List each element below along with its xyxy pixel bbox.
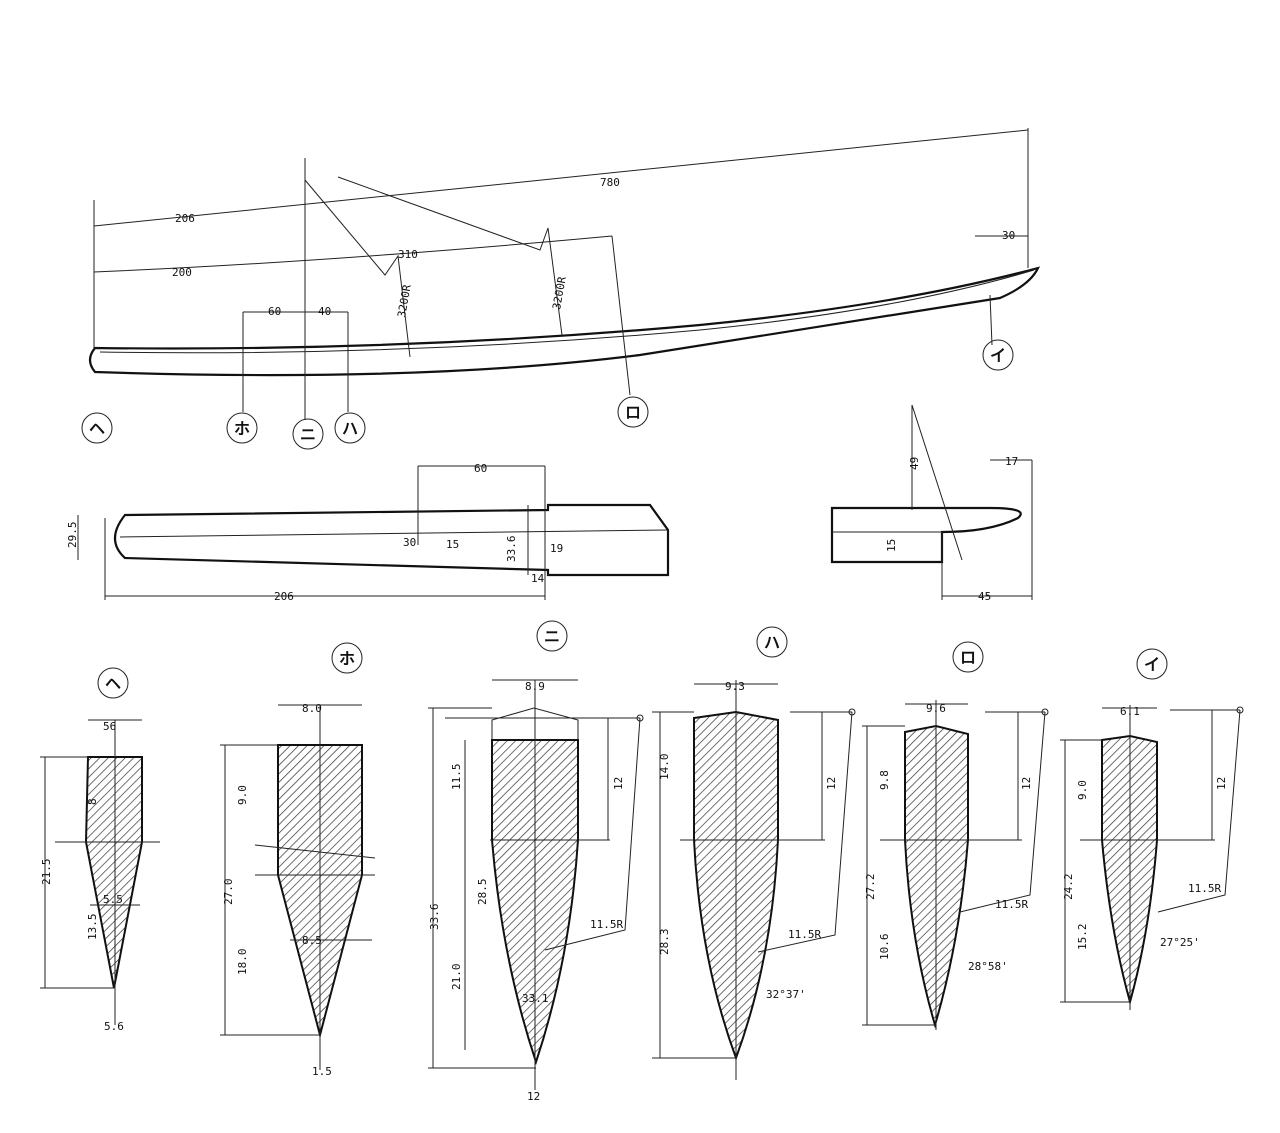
tip-dim-14: 14 xyxy=(531,572,545,585)
end-dim-15: 15 xyxy=(885,539,898,552)
svg-text:12: 12 xyxy=(1020,777,1033,790)
marker-ro: ロ xyxy=(617,396,649,428)
svg-text:14.0: 14.0 xyxy=(658,754,671,781)
dim-60: 60 xyxy=(268,305,281,318)
svg-text:27°25': 27°25' xyxy=(1160,936,1200,949)
tip-dim-295: 29.5 xyxy=(66,522,79,549)
dim-206: 206 xyxy=(175,212,195,225)
marker-he: ヘ xyxy=(81,412,113,444)
svg-text:21.0: 21.0 xyxy=(450,964,463,991)
section-ho: ホ 8.0 27.0 9.0 18.0 1.5 8.5 xyxy=(220,642,376,1078)
svg-text:9.6: 9.6 xyxy=(926,702,946,715)
dim-200: 200 xyxy=(172,266,192,279)
radius-left: 3200R xyxy=(395,283,414,318)
svg-text:8: 8 xyxy=(86,798,99,805)
svg-text:21.5: 21.5 xyxy=(40,859,53,886)
svg-text:13.5: 13.5 xyxy=(86,914,99,941)
svg-text:27.2: 27.2 xyxy=(864,874,877,901)
svg-text:9.0: 9.0 xyxy=(236,785,249,805)
svg-text:12: 12 xyxy=(825,777,838,790)
svg-text:5.6: 5.6 xyxy=(104,1020,124,1033)
end-dim-17: 17 xyxy=(1005,455,1018,468)
svg-text:28°58': 28°58' xyxy=(968,960,1008,973)
dim-310: 310 xyxy=(398,248,418,261)
section-ni: ニ 8.9 33.6 11.5 21.0 28.5 12 11.5R 33.1 … xyxy=(428,620,644,1103)
svg-text:ロ: ロ xyxy=(625,403,641,422)
section-he: ヘ 56 21.5 8 13.5 5.6 5.5 xyxy=(40,667,160,1033)
tip-dim-30: 30 xyxy=(403,536,416,549)
svg-text:8.5: 8.5 xyxy=(302,934,322,947)
end-view: 17 45 15 49 xyxy=(830,404,1033,603)
svg-text:32°37': 32°37' xyxy=(766,988,806,1001)
tip-dim-15: 15 xyxy=(446,538,459,551)
marker-ho: ホ xyxy=(226,412,258,444)
svg-text:5.5: 5.5 xyxy=(103,893,123,906)
marker-ni: ニ xyxy=(292,418,324,450)
svg-text:12: 12 xyxy=(527,1090,540,1103)
svg-text:12: 12 xyxy=(612,777,625,790)
svg-text:ヘ: ヘ xyxy=(105,674,121,693)
svg-text:56: 56 xyxy=(103,720,116,733)
svg-text:ホ: ホ xyxy=(339,649,355,668)
end-dim-45: 45 xyxy=(978,590,991,603)
tip-view: 60 206 29.5 33.6 14 19 15 30 xyxy=(66,462,670,603)
svg-text:15.2: 15.2 xyxy=(1076,924,1089,951)
svg-text:ホ: ホ xyxy=(234,419,250,438)
end-dim-49: 49 xyxy=(908,457,921,470)
svg-text:11.5R: 11.5R xyxy=(788,928,821,941)
dim-30: 30 xyxy=(1002,229,1015,242)
blade-outline xyxy=(88,266,1041,377)
tip-dim-206: 206 xyxy=(274,590,294,603)
side-view: 206 200 780 310 30 60 40 3200R 3200R ヘ ホ… xyxy=(81,128,1041,450)
svg-text:28.3: 28.3 xyxy=(658,929,671,956)
tip-dim-336: 33.6 xyxy=(505,536,518,563)
svg-text:9.3: 9.3 xyxy=(725,680,745,693)
svg-text:27.0: 27.0 xyxy=(222,879,235,906)
svg-text:1.5: 1.5 xyxy=(312,1065,332,1078)
radius-right: 3200R xyxy=(550,275,569,310)
blade-mune-line xyxy=(99,269,1035,354)
svg-text:11.5R: 11.5R xyxy=(1188,882,1221,895)
dim-780: 780 xyxy=(600,176,620,189)
svg-text:ニ: ニ xyxy=(300,425,316,444)
svg-text:8.0: 8.0 xyxy=(302,702,322,715)
svg-text:9.0: 9.0 xyxy=(1076,780,1089,800)
svg-text:イ: イ xyxy=(1144,655,1160,674)
svg-text:11.5: 11.5 xyxy=(450,764,463,791)
svg-text:12: 12 xyxy=(1215,777,1228,790)
section-ro: ロ 9.6 27.2 9.8 10.6 11.5R 28°58' 12 xyxy=(862,641,1049,1030)
svg-text:28.5: 28.5 xyxy=(476,879,489,906)
svg-text:10.6: 10.6 xyxy=(878,934,891,961)
marker-i: イ xyxy=(982,339,1014,371)
marker-ha: ハ xyxy=(334,412,366,444)
svg-text:24.2: 24.2 xyxy=(1062,874,1075,901)
tip-dim-60: 60 xyxy=(474,462,487,475)
tip-dim-19: 19 xyxy=(550,542,563,555)
svg-text:18.0: 18.0 xyxy=(236,949,249,976)
svg-text:イ: イ xyxy=(990,346,1006,365)
svg-text:ニ: ニ xyxy=(544,627,560,646)
svg-text:ハ: ハ xyxy=(764,633,780,652)
svg-text:33.6: 33.6 xyxy=(428,904,441,931)
svg-text:ヘ: ヘ xyxy=(89,419,105,438)
section-ha: ハ 9.3 14.0 28.3 11.5R 32°37' 12 xyxy=(652,626,856,1080)
svg-text:6.1: 6.1 xyxy=(1120,705,1140,718)
svg-text:8.9: 8.9 xyxy=(525,680,545,693)
dim-40: 40 xyxy=(318,305,331,318)
svg-text:33.1: 33.1 xyxy=(522,992,549,1005)
svg-text:11.5R: 11.5R xyxy=(590,918,623,931)
svg-text:9.8: 9.8 xyxy=(878,770,891,790)
section-i: イ 6.1 24.2 9.0 15.2 11.5R 27°25' 12 xyxy=(1060,648,1244,1010)
svg-text:ハ: ハ xyxy=(342,419,358,438)
svg-text:ロ: ロ xyxy=(960,648,976,667)
svg-text:11.5R: 11.5R xyxy=(995,898,1028,911)
